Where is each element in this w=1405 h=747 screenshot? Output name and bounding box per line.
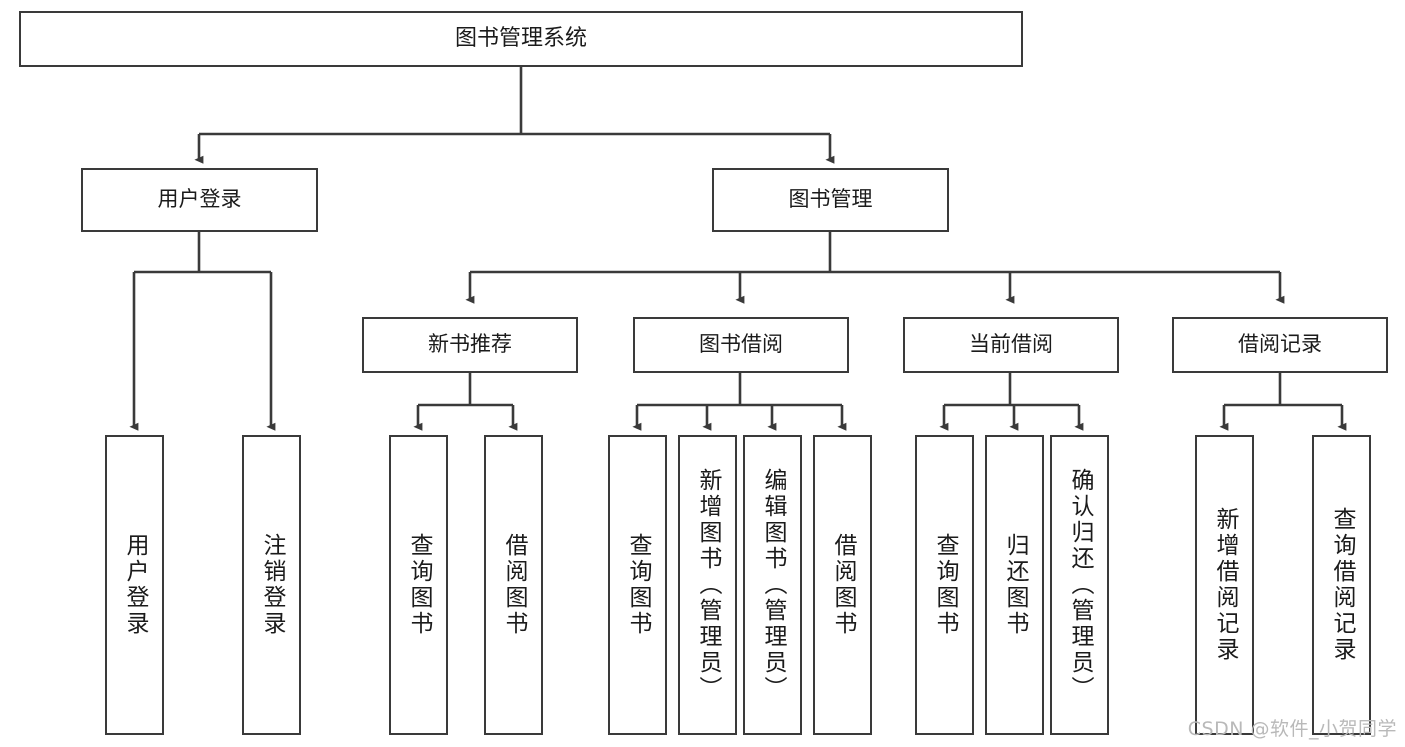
leaf-user-login-signout[interactable]: 注销登录: [242, 435, 301, 735]
node-new-book-recommend[interactable]: 新书推荐: [362, 317, 578, 373]
node-label: 新书推荐: [428, 332, 512, 357]
node-label: 查询借阅记录: [1329, 507, 1355, 663]
leaf-book-borrow-borrow[interactable]: 借阅图书: [813, 435, 872, 735]
node-label: 当前借阅: [969, 332, 1053, 357]
node-label: 确认归还（管理员）: [1067, 468, 1093, 702]
node-label: 图书管理系统: [454, 25, 587, 51]
node-current-borrow[interactable]: 当前借阅: [903, 317, 1119, 373]
leaf-borrow-record-query[interactable]: 查询借阅记录: [1312, 435, 1371, 735]
leaf-current-borrow-confirm-return[interactable]: 确认归还（管理员）: [1050, 435, 1109, 735]
node-label: 图书借阅: [699, 332, 783, 357]
node-label: 借阅图书: [830, 533, 856, 637]
leaf-book-borrow-query[interactable]: 查询图书: [608, 435, 667, 735]
node-book-borrow[interactable]: 图书借阅: [633, 317, 849, 373]
leaf-new-book-query[interactable]: 查询图书: [389, 435, 448, 735]
leaf-book-borrow-edit[interactable]: 编辑图书（管理员）: [743, 435, 802, 735]
node-label: 查询图书: [932, 533, 958, 637]
node-label: 图书管理: [788, 187, 873, 212]
node-borrow-record[interactable]: 借阅记录: [1172, 317, 1388, 373]
node-book-management[interactable]: 图书管理: [712, 168, 949, 232]
leaf-new-book-borrow[interactable]: 借阅图书: [484, 435, 543, 735]
node-label: 用户登录: [157, 187, 242, 212]
watermark-text: CSDN @软件_小贺同学: [1187, 718, 1397, 740]
node-label: 注销登录: [259, 533, 285, 637]
node-label: 查询图书: [625, 533, 651, 637]
node-label: 借阅图书: [501, 533, 527, 637]
leaf-book-borrow-add[interactable]: 新增图书（管理员）: [678, 435, 737, 735]
node-label: 用户登录: [122, 533, 148, 637]
node-label: 查询图书: [406, 533, 432, 637]
leaf-current-borrow-query[interactable]: 查询图书: [915, 435, 974, 735]
leaf-borrow-record-add[interactable]: 新增借阅记录: [1195, 435, 1254, 735]
leaf-current-borrow-return[interactable]: 归还图书: [985, 435, 1044, 735]
node-root-system[interactable]: 图书管理系统: [19, 11, 1023, 67]
leaf-user-login-signin[interactable]: 用户登录: [105, 435, 164, 735]
node-label: 归还图书: [1002, 533, 1028, 637]
node-label: 新增图书（管理员）: [695, 468, 721, 702]
node-label: 新增借阅记录: [1212, 507, 1238, 663]
node-user-login[interactable]: 用户登录: [81, 168, 318, 232]
node-label: 借阅记录: [1238, 332, 1322, 357]
node-label: 编辑图书（管理员）: [760, 468, 786, 702]
